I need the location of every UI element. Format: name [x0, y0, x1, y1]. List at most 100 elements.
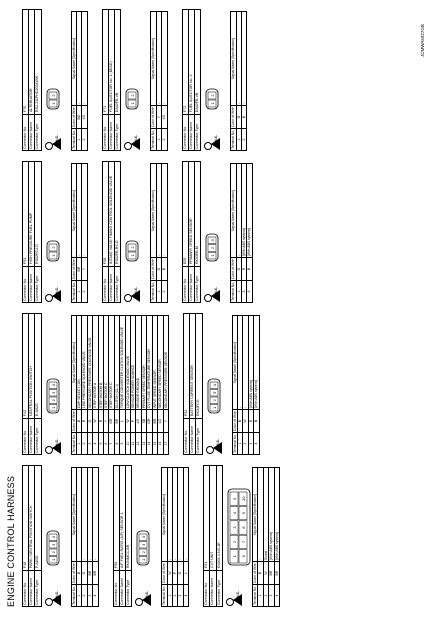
- hs-warning-icon: H.S.: [44, 439, 61, 455]
- connector-type-value: RS02FB-RS-D: [115, 240, 120, 264]
- pin-cavity: [208, 252, 217, 260]
- connector-type-label: Connector Type: [195, 266, 201, 302]
- connector-name-label: Connector Name: [188, 266, 195, 302]
- signal-name: SECONDARY PRESSURE SENSOR: [163, 315, 169, 410]
- pin-number: 1: [51, 102, 56, 105]
- pin-cavity: [128, 91, 137, 100]
- pin-cavity: [229, 506, 239, 521]
- pin-cavity: [139, 541, 148, 549]
- signal-name: -: [81, 11, 88, 106]
- hs-label: H.S.: [214, 135, 219, 142]
- pin-cavity: [128, 243, 137, 252]
- pin-cavity: [209, 381, 218, 389]
- connector-name-label: Connector Name: [190, 418, 196, 454]
- pin-cavity: [229, 520, 239, 535]
- pin-cavity: [238, 491, 248, 506]
- connector-type-row: Connector Type RK03FB-M: [195, 162, 201, 302]
- wire-color-header: Color of Wire: [71, 409, 77, 433]
- signal-name: [With ABS system]: [253, 315, 260, 410]
- terminal-no-header: Terminal No.: [150, 128, 157, 151]
- terminal-number: 2: [161, 128, 168, 151]
- terminal-number: 4: [92, 584, 99, 607]
- terminal-no-header: Terminal No.: [230, 128, 237, 151]
- connector-type-label: Connector Type: [115, 114, 121, 150]
- wire-color-header: Color of Wire: [230, 105, 237, 129]
- connector-name-value: A/F FUEL RATIO (A/F) SENSOR 1: [119, 512, 124, 568]
- wire-color: B: [161, 257, 168, 281]
- pin-number: 4: [51, 535, 56, 538]
- pin-number: 4: [51, 383, 56, 386]
- pin-cavity: [238, 506, 248, 521]
- pin-cavity: [48, 389, 57, 397]
- pin-number: 1: [51, 254, 56, 257]
- terminal-number: 2: [81, 280, 88, 303]
- connector-number-label: Connector No.: [204, 570, 210, 606]
- connector-number-value: F72: [182, 105, 187, 112]
- hs-warning-icon: H.S.: [205, 439, 222, 455]
- pin-number: 2: [232, 540, 237, 543]
- wire-color-header: Color of Wire: [161, 561, 168, 585]
- pin-number: 2: [51, 94, 56, 97]
- pin-number: 2: [130, 94, 135, 97]
- hs-label: H.S.: [145, 591, 150, 598]
- connector-face-diagram: 12: [46, 240, 60, 262]
- pin-cavity: [48, 381, 57, 389]
- pin-cavity: [209, 404, 218, 412]
- hs-label: H.S.: [214, 287, 219, 294]
- hs-warning-icon: H.S.: [204, 287, 221, 303]
- pin-number: 2: [210, 246, 215, 249]
- signal-name: -: [241, 11, 247, 106]
- connector-name-value: PRIMARY SPEED SENSOR: [188, 218, 193, 264]
- pin-cavity: [208, 99, 217, 108]
- pin-cavity: [139, 548, 148, 556]
- connector-face-diagram: 123: [205, 233, 219, 262]
- terminal-number: 2: [161, 280, 168, 303]
- pin-number: 1: [130, 254, 135, 257]
- hs-warning-icon: H.S.: [44, 591, 61, 607]
- signal-name: -: [161, 11, 168, 106]
- pin-cavity: [48, 556, 57, 564]
- terminal-no-header: Terminal No.: [71, 128, 77, 151]
- connector-name-label: Connector Name: [119, 570, 126, 606]
- terminal-no-header: Terminal No.: [150, 280, 157, 303]
- terminal-number: 4: [253, 432, 260, 455]
- connector-number-label: Connector No.: [23, 114, 29, 150]
- pin-number: 3: [141, 543, 146, 546]
- connector-type-value: RK03FB-M: [195, 246, 200, 264]
- hs-label: H.S.: [54, 439, 59, 446]
- connector-face-diagram: 12: [46, 88, 60, 110]
- connector-type-label: Connector Type: [35, 570, 41, 606]
- pin-number: 1: [130, 102, 135, 105]
- pin-number: 1: [51, 406, 56, 409]
- wire-color-header: Color of Wire: [71, 561, 77, 585]
- terminal-number: 3: [246, 280, 253, 303]
